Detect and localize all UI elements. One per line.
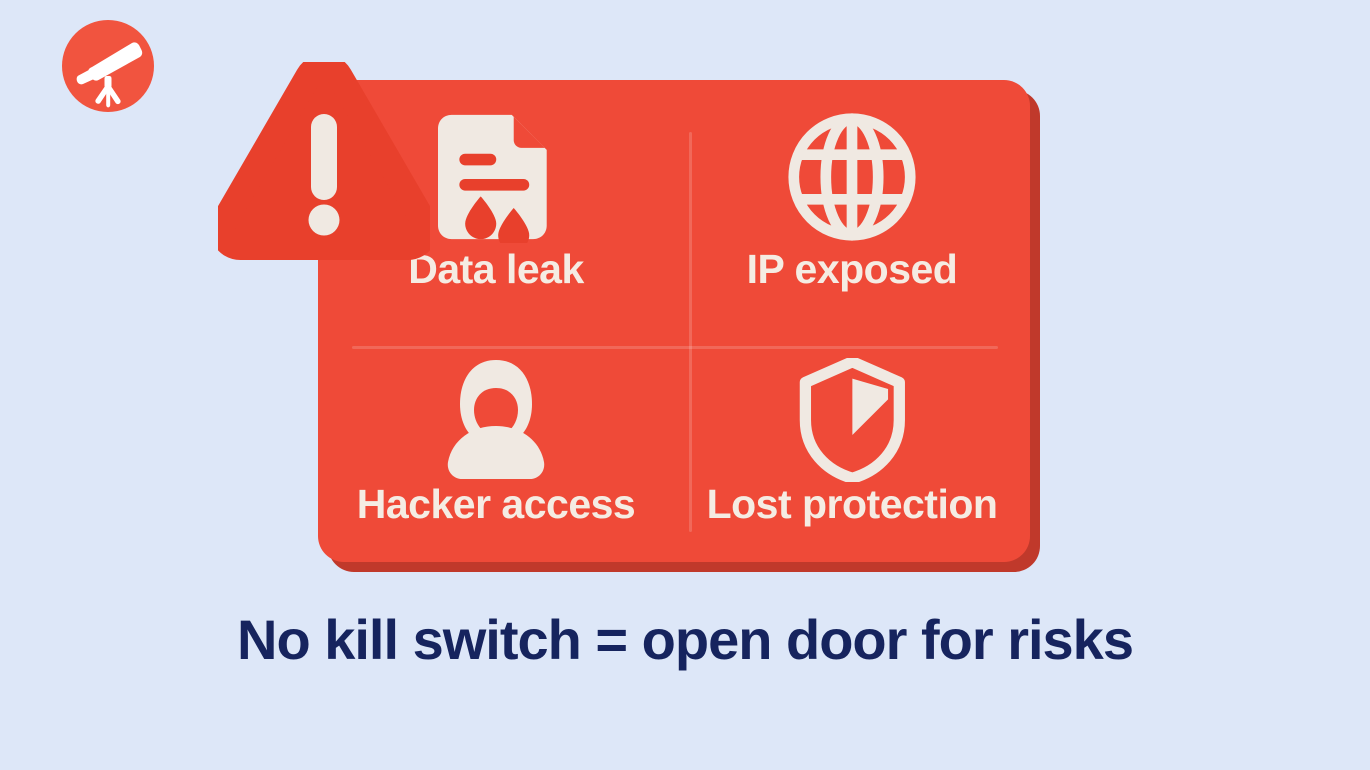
horizontal-divider (352, 346, 998, 349)
risk-item-lost-protection[interactable]: Lost protection (674, 321, 1030, 562)
page-caption: No kill switch = open door for risks (237, 608, 1134, 671)
risk-quadrant-grid: Data leak IP exposed (318, 80, 1030, 562)
risk-card-surface: Data leak IP exposed (318, 80, 1030, 562)
risk-item-hacker-access[interactable]: Hacker access (318, 321, 674, 562)
risk-item-label: IP exposed (746, 246, 958, 292)
document-leak-icon (437, 114, 547, 243)
globe-icon (788, 113, 916, 241)
risk-item-label: Data leak (408, 246, 584, 292)
risk-card: Data leak IP exposed (318, 80, 1040, 572)
risk-item-label: Lost protection (706, 481, 998, 527)
vertical-divider (689, 132, 692, 532)
risk-item-ip-exposed[interactable]: IP exposed (674, 80, 1030, 321)
hooded-hacker-icon (447, 360, 545, 479)
broken-shield-icon (799, 358, 905, 482)
brand-logo (62, 20, 154, 112)
warning-triangle-icon (218, 62, 430, 260)
risk-item-label: Hacker access (356, 481, 636, 527)
risk-item-data-leak[interactable]: Data leak (318, 80, 674, 321)
telescope-icon (76, 42, 143, 108)
